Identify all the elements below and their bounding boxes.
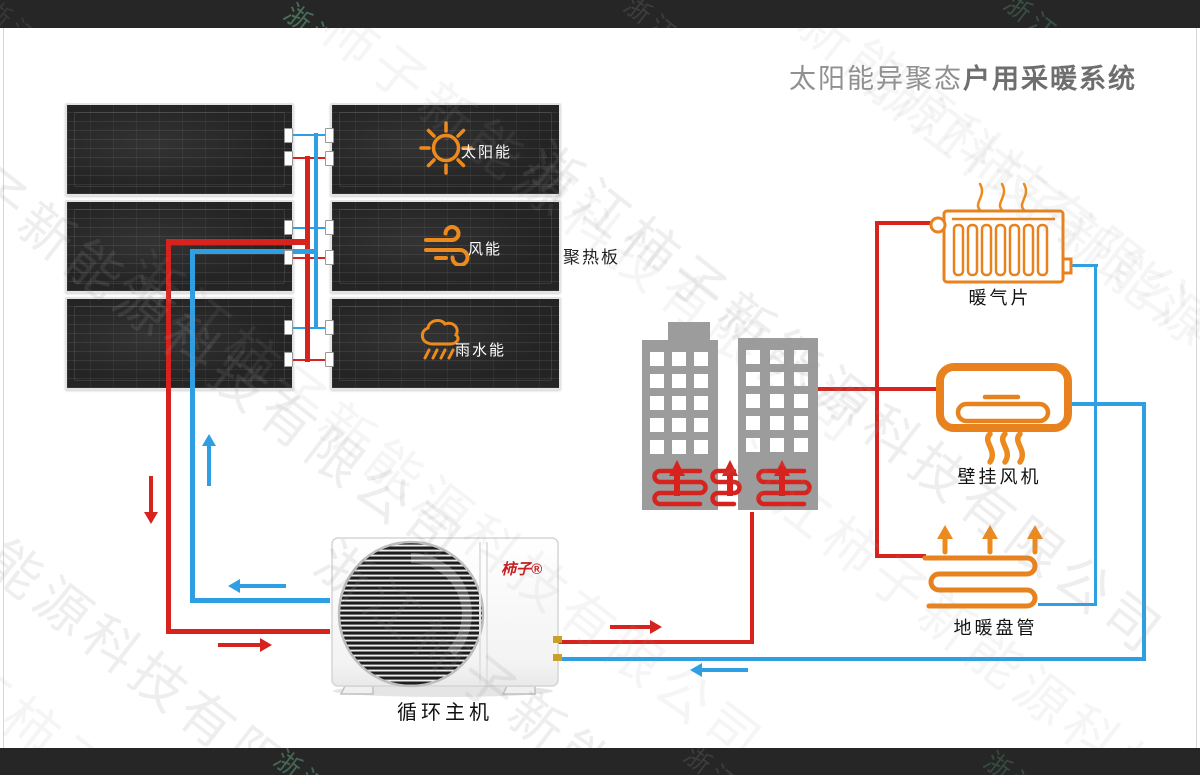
pipe-cold	[1069, 264, 1098, 267]
pipe-cold-manifold	[314, 133, 318, 329]
pipe-hot-supply	[556, 640, 754, 644]
panel-port	[284, 320, 293, 335]
wall-fan-icon	[936, 363, 1072, 465]
radiator-icon	[929, 182, 1073, 284]
flow-arrow-shaft	[149, 476, 153, 514]
pipe-cold	[1068, 402, 1146, 406]
flow-arrow-left-cold	[228, 579, 240, 593]
panel-port	[284, 151, 293, 166]
pipe-cold-riser	[190, 249, 195, 603]
host-label: 循环主机	[397, 702, 493, 724]
pipe-cold	[1094, 264, 1097, 606]
panel-port	[325, 352, 334, 367]
pipe-cold-return	[556, 657, 1146, 661]
pipe-hot-supply	[750, 512, 754, 644]
pipe-hot	[876, 554, 926, 558]
flow-arrow-right-hot	[260, 638, 272, 652]
pipe-cold	[290, 227, 330, 229]
energy-label-sun: 太阳能	[461, 144, 513, 161]
floor-coil-icon	[922, 525, 1043, 609]
flow-arrow-left-cold	[690, 663, 702, 677]
panel-port	[325, 250, 334, 265]
wall-fan-label: 壁挂风机	[957, 467, 1042, 487]
title-bold: 户用采暖系统	[963, 64, 1137, 94]
collector-panel	[65, 103, 294, 196]
panel-port	[284, 128, 293, 143]
panel-port	[325, 151, 334, 166]
pipe-cold-trunk	[192, 249, 318, 254]
watermark-text: 浙江柿子新能源科技有限公司	[277, 0, 617, 28]
pipe-cold-return	[1142, 402, 1146, 661]
pipe-hot	[290, 157, 330, 159]
energy-label-rain: 雨水能	[455, 342, 507, 359]
panel-port	[284, 352, 293, 367]
bottom-bar: 浙江柿子新能源科技有限公司 浙江柿子新能源科技有限公司 浙江柿子新能源科技有限公…	[0, 748, 1200, 775]
collector-panel-wind	[330, 200, 561, 293]
flow-arrow-right-hot	[650, 620, 662, 634]
flow-arrow-up-cold	[202, 434, 216, 446]
pipe-hot	[875, 221, 879, 558]
flow-arrow-shaft	[218, 643, 260, 647]
host-logo: 柿子®	[501, 560, 543, 578]
pipe-cold	[290, 327, 330, 329]
flow-arrow-shaft	[702, 668, 748, 672]
flow-arrow-shaft	[240, 584, 286, 588]
floor-coil-label: 地暖盘管	[953, 618, 1038, 638]
panel-port	[284, 250, 293, 265]
pipe-hot	[166, 629, 330, 634]
title-regular: 太阳能异聚态	[789, 64, 963, 94]
watermark-text: 浙江柿子新能源科技有限公司	[997, 0, 1200, 28]
flow-arrow-shaft	[610, 625, 650, 629]
panel-port	[325, 128, 334, 143]
pipe-hot	[290, 359, 330, 361]
pipe-hot	[876, 221, 932, 225]
flow-arrow-down-hot	[144, 512, 158, 524]
collector-panel-sun	[330, 103, 561, 196]
flow-arrow-shaft	[207, 446, 211, 486]
radiator-label: 暖气片	[968, 288, 1032, 308]
pipe-hot-riser	[166, 239, 171, 634]
pipe-cold	[190, 598, 330, 603]
collector-label: 聚热板	[563, 248, 620, 267]
host-unit-icon: 柿子®	[331, 537, 562, 697]
energy-label-wind: 风能	[468, 241, 503, 258]
watermark-text: 浙江柿子新能源科技有限公司	[677, 748, 1017, 775]
watermark-text: 浙江柿子新能源科技有限公司	[617, 0, 957, 28]
pipe-hot-trunk	[168, 239, 310, 245]
pipe-cold	[290, 134, 330, 136]
pipe-cold	[1038, 603, 1097, 606]
panel-port	[284, 220, 293, 235]
watermark-text: 浙江柿子新能源科技有限公司	[267, 748, 607, 775]
building-icon	[642, 322, 818, 510]
wind-icon	[424, 225, 470, 266]
panel-port	[325, 220, 334, 235]
pipe-hot	[818, 387, 941, 391]
watermark-text: 浙江柿子新能源科技有限公司	[977, 748, 1200, 775]
sun-icon	[419, 121, 473, 175]
rain-icon	[420, 319, 460, 360]
collector-panel	[65, 297, 294, 390]
watermark-text: 浙江柿子新能源科技有限公司	[0, 0, 318, 28]
collector-panel	[65, 200, 294, 293]
pipe-hot	[290, 257, 330, 259]
top-bar: 浙江柿子新能源科技有限公司 浙江柿子新能源科技有限公司 浙江柿子新能源科技有限公…	[0, 0, 1200, 28]
panel-port	[325, 320, 334, 335]
page-title: 太阳能异聚态户用采暖系统	[789, 57, 1137, 96]
pipe-hot-manifold	[305, 156, 310, 362]
